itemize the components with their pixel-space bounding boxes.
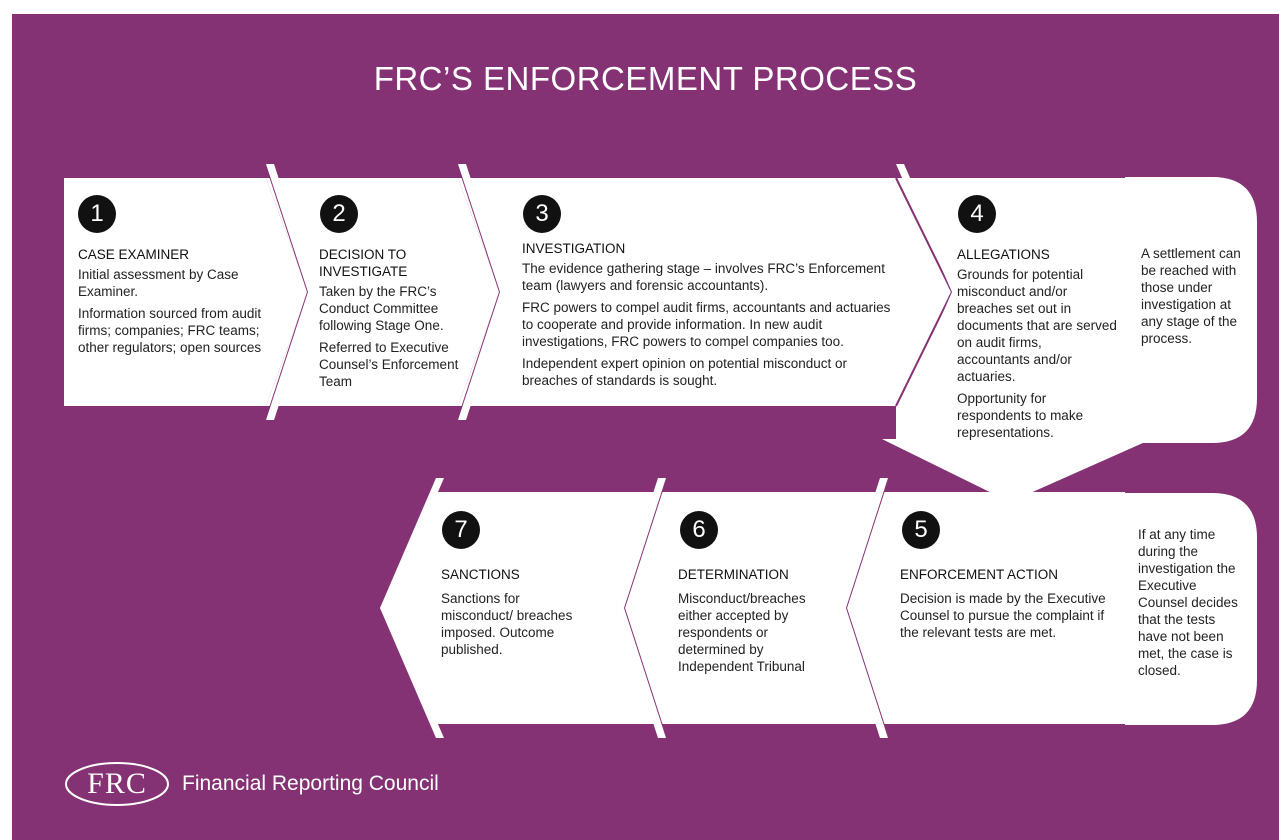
- stage-5-number-badge: 5: [902, 511, 940, 549]
- stage-7-body-line: Sanctions for misconduct/ breaches impos…: [441, 591, 573, 657]
- stage-3-body-line: The evidence gathering stage – involves …: [522, 261, 885, 293]
- stage-4-body-line: Grounds for potential misconduct and/or …: [957, 267, 1117, 384]
- stage-3-number-badge: 3: [523, 195, 561, 233]
- stage-3-body: The evidence gathering stage – involves …: [522, 260, 900, 394]
- stage-6-body: Misconduct/breaches either accepted by r…: [678, 590, 816, 680]
- stage-5-body-line: Decision is made by the Executive Counse…: [900, 591, 1106, 640]
- stage-7-chevron: [380, 492, 658, 724]
- stage-6-chevron: [616, 492, 880, 724]
- settlement-note-panel: [1125, 177, 1257, 443]
- process-flow-shapes: [64, 163, 1257, 806]
- stage-2-body-line: Referred to Executive Counsel’s Enforcem…: [319, 340, 459, 389]
- stage-1-number-badge: 1: [78, 195, 116, 233]
- closure-note-panel: [1125, 493, 1257, 725]
- stage-3-body-line: Independent expert opinion on potential …: [522, 356, 847, 388]
- stage-2-body: Taken by the FRC’s Conduct Committee fol…: [319, 283, 469, 395]
- stage-1-body: Initial assessment by Case Examiner. Inf…: [78, 266, 273, 361]
- diagram-canvas: FRC’S ENFORCEMENT PROCESS 1: [12, 14, 1279, 840]
- stage-4-body: Grounds for potential misconduct and/or …: [957, 266, 1117, 446]
- stage-6-title: DETERMINATION: [678, 567, 789, 582]
- stage-4-body-line: Opportunity for respondents to make repr…: [957, 391, 1084, 440]
- stage-1-title: CASE EXAMINER: [78, 247, 190, 262]
- stage-5-chevron: [838, 492, 1125, 724]
- stage-2-title: DECISION TO INVESTIGATE: [319, 247, 408, 279]
- stage-1-chevron: [64, 178, 308, 406]
- stage-2-number-badge: 2: [320, 195, 358, 233]
- frc-logo-text: FRC: [87, 767, 147, 800]
- page-title: FRC’S ENFORCEMENT PROCESS: [373, 60, 918, 97]
- frc-logo: FRC: [64, 762, 170, 806]
- stage-7-number-badge: 7: [442, 511, 480, 549]
- stage-6-body-line: Misconduct/breaches either accepted by r…: [678, 591, 806, 674]
- frc-logo-oval: [65, 762, 169, 806]
- stage-2-body-line: Taken by the FRC’s Conduct Committee fol…: [319, 284, 444, 333]
- stage-3-body-line: FRC powers to compel audit firms, accoun…: [522, 300, 891, 349]
- stage-6-number-badge: 6: [680, 511, 718, 549]
- stage-2-chevron: [266, 178, 500, 406]
- stage-1-body-line: Information sourced from audit firms; co…: [78, 306, 262, 355]
- stage-4-title: ALLEGATIONS: [957, 247, 1050, 262]
- organization-name: Financial Reporting Council: [182, 772, 439, 795]
- stage-7-title: SANCTIONS: [441, 567, 520, 582]
- stage-1-body-line: Initial assessment by Case Examiner.: [78, 267, 239, 299]
- stage-4-number-badge: 4: [958, 195, 996, 233]
- stage-5-body: Decision is made by the Executive Counse…: [900, 590, 1115, 646]
- stage-4-down-arrow: [882, 178, 1152, 502]
- settlement-note: A settlement can be reached with those u…: [1141, 246, 1241, 346]
- stage-7-body: Sanctions for misconduct/ breaches impos…: [441, 590, 576, 663]
- stage-5-title: ENFORCEMENT ACTION: [900, 567, 1059, 582]
- stage-3-chevron: [458, 178, 896, 406]
- stage-3-title: INVESTIGATION: [522, 241, 626, 256]
- case-closure-note: If at any time during the investigation …: [1138, 527, 1238, 678]
